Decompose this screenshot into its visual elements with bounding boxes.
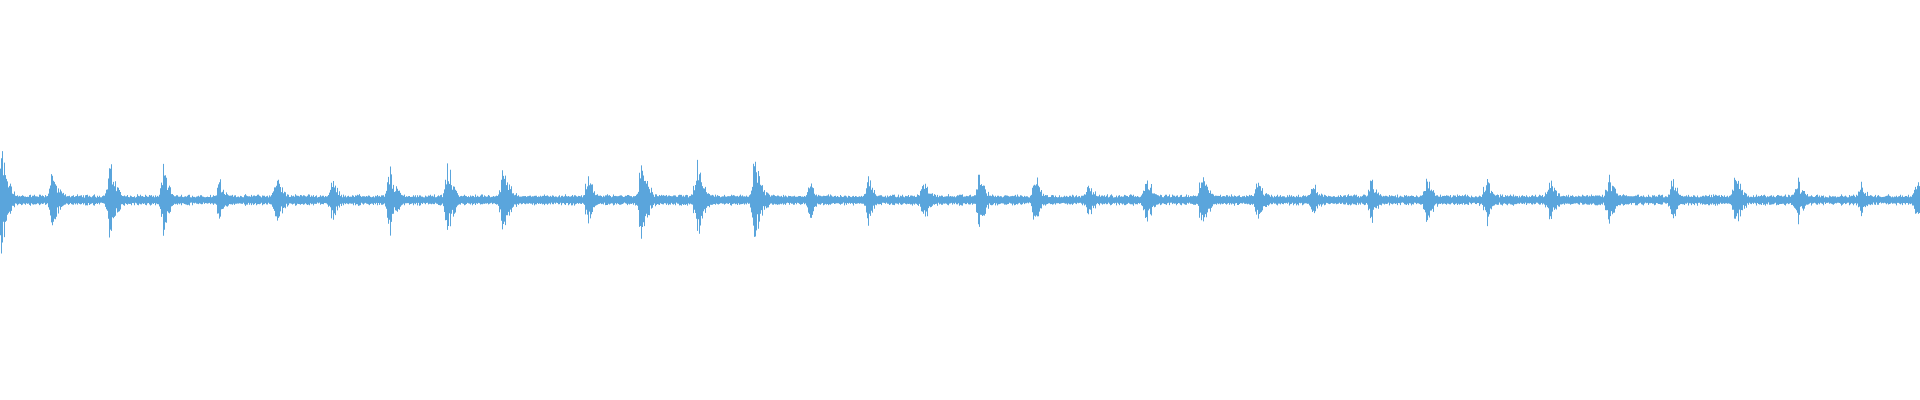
waveform-trace: [0, 151, 1920, 254]
waveform-samples: [0, 151, 1920, 254]
